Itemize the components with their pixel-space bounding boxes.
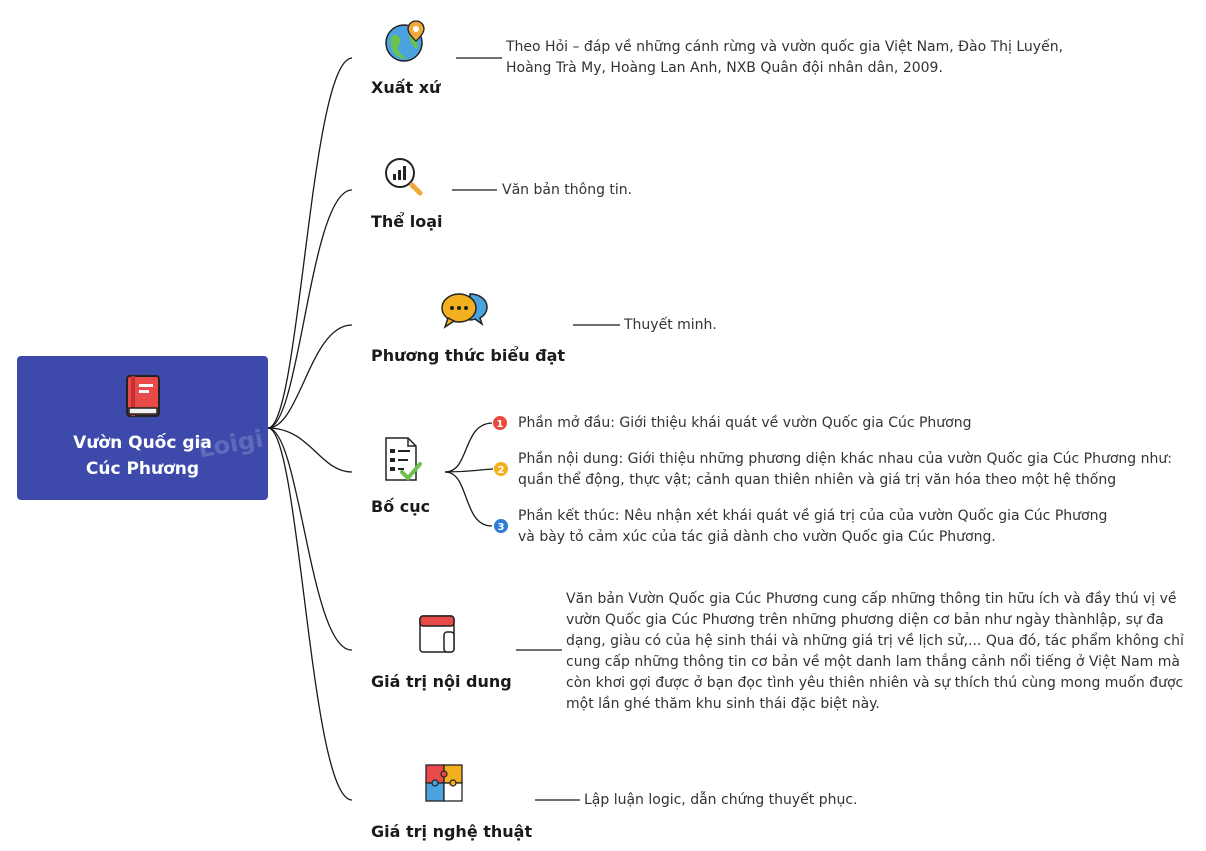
magnifier-chart-icon <box>385 158 423 196</box>
branch-label-gia-tri-noi-dung: Giá trị nội dung <box>371 672 512 691</box>
svg-text:2: 2 <box>498 465 505 476</box>
leaf-gia-tri-noi-dung: Văn bản Vườn Quốc gia Cúc Phương cung cấ… <box>566 591 1184 712</box>
leaf-xuat-xu: Theo Hỏi – đáp về những cánh rừng và vườ… <box>506 39 1064 76</box>
notebook-icon <box>419 615 455 653</box>
leaf-the-loai: Văn bản thông tin. <box>502 182 633 198</box>
leaf-phuong-thuc: Thuyết minh. <box>624 317 717 333</box>
branch-label-bo-cuc: Bố cục <box>371 497 431 516</box>
leaf-gia-tri-nghe-thuat: Lập luận logic, dẫn chứng thuyết phục. <box>584 792 858 808</box>
puzzle-icon <box>425 764 463 802</box>
branch-label-xuat-xu: Xuất xứ <box>371 78 441 97</box>
leaf-bo-cuc-3: Phần kết thúc: Nêu nhận xét khái quát về… <box>518 508 1108 545</box>
book-icon <box>125 375 160 417</box>
svg-text:1: 1 <box>497 419 504 430</box>
leaf-bo-cuc-2: Phần nội dung: Giới thiệu những phương d… <box>518 451 1172 488</box>
branch-label-the-loai: Thể loại <box>371 212 443 231</box>
map-pin-globe-icon <box>385 20 425 62</box>
number-badge-2: 2 <box>494 462 508 476</box>
number-badge-1: 1 <box>493 416 507 430</box>
checklist-icon <box>385 437 422 481</box>
root-node: Vườn Quốc gia Cúc Phương <box>17 356 268 500</box>
leaf-bo-cuc-1: Phần mở đầu: Giới thiệu khái quát về vườ… <box>518 415 972 431</box>
number-badge-3: 3 <box>494 519 508 533</box>
svg-text:3: 3 <box>498 522 505 533</box>
branch-label-gia-tri-nghe-thuat: Giá trị nghệ thuật <box>371 822 533 841</box>
root-title: Vườn Quốc gia Cúc Phương <box>73 433 212 479</box>
chat-bubbles-icon <box>441 293 488 329</box>
branch-label-phuong-thuc: Phương thức biểu đạt <box>371 346 566 365</box>
